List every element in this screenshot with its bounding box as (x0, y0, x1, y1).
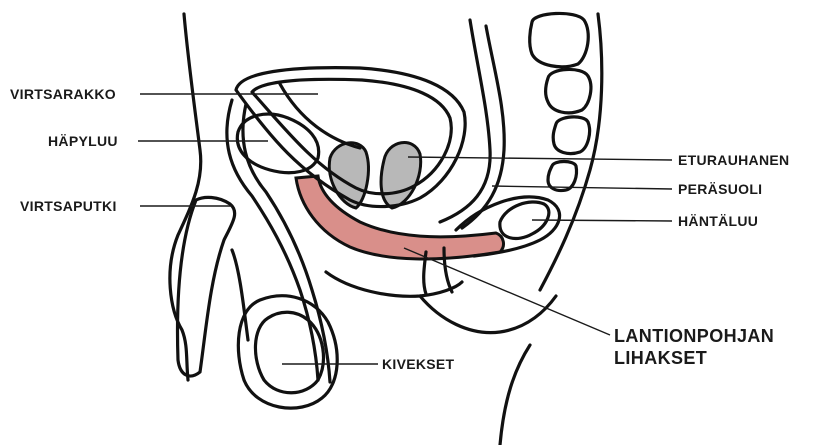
leader-rectum (492, 186, 672, 189)
rectum-inner (462, 26, 504, 228)
leader-pelvic-floor (404, 248, 610, 335)
label-pelvic-floor-line2: LIHAKSET (614, 348, 707, 370)
label-prostate: ETURAUHANEN (678, 153, 789, 167)
anal-canal (424, 252, 426, 294)
vertebra-1 (530, 13, 589, 66)
perineum-line (326, 272, 462, 296)
vertebra-3 (553, 117, 589, 154)
label-bladder: VIRTSARAKKO (10, 87, 116, 101)
back-outline (540, 14, 602, 290)
label-pubic-bone: HÄPYLUU (48, 134, 118, 148)
leader-tailbone (532, 220, 672, 221)
prostate-right-lobe (381, 143, 421, 208)
label-testicles: KIVEKSET (382, 357, 454, 371)
label-tailbone: HÄNTÄLUU (678, 214, 758, 228)
label-rectum: PERÄSUOLI (678, 182, 762, 196)
leader-prostate (408, 157, 672, 160)
thigh-line (500, 345, 530, 445)
testicle (255, 312, 323, 393)
label-urethra: VIRTSAPUTKI (20, 199, 117, 213)
urethra-tube-outer (227, 100, 318, 380)
abdomen-outline (170, 14, 201, 380)
label-pelvic-floor-line1: LANTIONPOHJAN (614, 326, 774, 348)
vertebra-2 (546, 69, 591, 112)
vertebra-4 (548, 162, 577, 191)
buttock-line (420, 296, 556, 333)
